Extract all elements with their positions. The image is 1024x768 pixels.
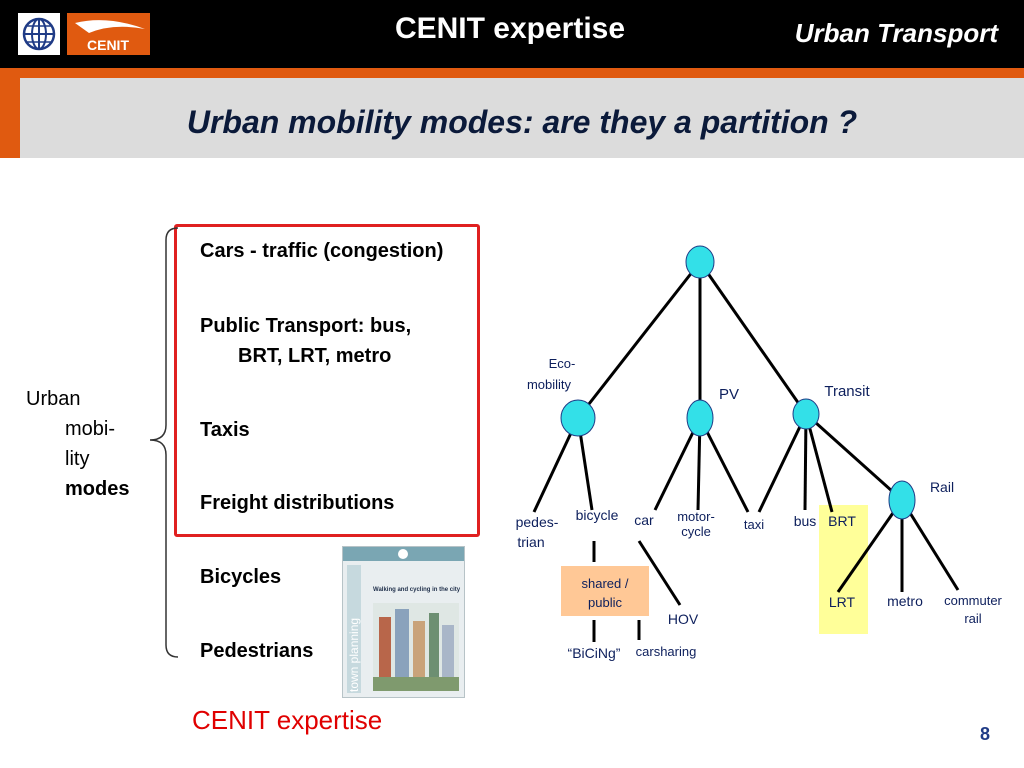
list-item-public-transport: Public Transport: bus, BRT, LRT, metro: [200, 311, 411, 371]
label-rail: Rail: [930, 479, 954, 495]
who-emblem-icon: [398, 549, 408, 559]
list-item-pedestrians: Pedestrians: [200, 636, 313, 666]
left-bracket: [149, 227, 179, 658]
brt-lrt-highlight: [819, 505, 868, 634]
urban-label-line1: Urban: [26, 388, 81, 410]
label-bicing: “BiCiNg”: [568, 645, 621, 661]
label-bus: bus: [794, 513, 817, 529]
label-carsharing: carsharing: [636, 644, 697, 659]
label-eco-line1: Eco-: [549, 356, 576, 371]
cenit-expertise-footer: CENIT expertise: [192, 705, 383, 735]
globe-logo-icon: [18, 13, 60, 55]
list-item-pedestrians-text: Pedestrians: [200, 640, 314, 662]
label-bicycle: bicycle: [576, 507, 619, 523]
label-taxi: taxi: [744, 517, 764, 532]
urban-label-line2: mobi-: [65, 418, 116, 440]
label-lrt: LRT: [829, 594, 856, 610]
svg-text:Walking and cycling in the cit: Walking and cycling in the city: [373, 587, 461, 593]
tree-node-eco-mobility: [560, 399, 596, 437]
tree-node-root: [685, 245, 715, 279]
label-motorcycle-line1: motor-: [677, 509, 715, 524]
tree-node-rail: [888, 480, 916, 520]
label-car: car: [634, 512, 654, 528]
label-motorcycle-line2: cycle: [681, 524, 711, 539]
page-number: 8: [980, 724, 991, 744]
header-bar: [0, 0, 1024, 68]
urban-label-line3: lity: [65, 448, 90, 470]
tree-node-pv: [686, 399, 714, 437]
label-shared-line2: public: [588, 595, 622, 610]
cenit-logo-text: CENIT: [87, 37, 129, 53]
label-pv: PV: [719, 386, 739, 403]
list-item-taxis-text: Taxis: [200, 419, 250, 441]
slide-title: Urban mobility modes: are they a partiti…: [186, 104, 858, 140]
label-commuter-line1: commuter: [944, 593, 1002, 608]
tree-node-transit: [792, 398, 820, 430]
urban-mobility-label: Urban mobi- lity modes: [26, 384, 129, 504]
label-pedestrian-line2: trian: [517, 534, 544, 550]
label-metro: metro: [887, 593, 923, 609]
walking-cycling-book-cover: town planning Walking and cycling in the…: [342, 546, 465, 698]
cover-side-text: town planning: [347, 618, 361, 692]
list-item-cars-text: Cars - traffic (congestion): [200, 240, 444, 262]
list-item-bicycles-text: Bicycles: [200, 566, 282, 588]
urban-label-line4: modes: [65, 478, 130, 500]
label-commuter-line2: rail: [964, 611, 981, 626]
label-hov: HOV: [668, 611, 699, 627]
header-orange-line: [0, 68, 1024, 78]
header-title: CENIT expertise: [394, 12, 626, 45]
cenit-logo: CENIT: [67, 13, 150, 55]
list-item-freight: Freight distributions: [200, 488, 394, 518]
label-transit: Transit: [824, 383, 870, 400]
shared-public-box: [561, 566, 649, 616]
list-item-public-transport-line1: Public Transport: bus,: [200, 315, 412, 337]
label-pedestrian-line1: pedes-: [516, 514, 559, 530]
label-brt: BRT: [828, 513, 856, 529]
label-shared-line1: shared /: [582, 576, 629, 591]
label-eco-line2: mobility: [527, 377, 572, 392]
title-bar-accent: [0, 78, 20, 158]
list-item-bicycles: Bicycles: [200, 562, 281, 592]
title-bar: [0, 78, 1024, 158]
list-item-taxis: Taxis: [200, 415, 250, 445]
list-item-public-transport-line2: BRT, LRT, metro: [238, 345, 392, 367]
cover-title: Walking and cycling in the city: [373, 587, 461, 593]
cenit-scope-box: [174, 224, 480, 537]
list-item-freight-text: Freight distributions: [200, 492, 395, 514]
list-item-cars: Cars - traffic (congestion): [200, 236, 443, 266]
tree-nodes: [560, 245, 916, 520]
header-section-title: Urban Transport: [794, 18, 998, 48]
